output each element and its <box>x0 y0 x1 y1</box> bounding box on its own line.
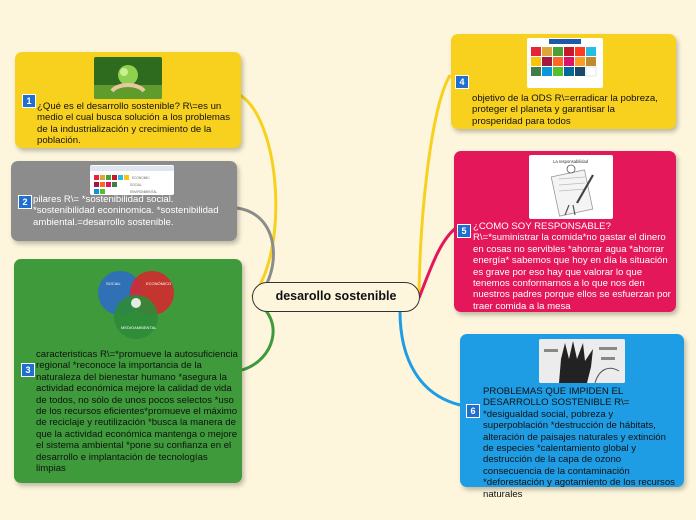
venn-label-social: SOCIAL <box>106 281 121 286</box>
branch-number-6: 6 <box>466 404 480 418</box>
branch-text-5: ¿COMO SOY RESPONSABLE? R\=*suministrar l… <box>473 221 674 312</box>
connector-to-branch-5 <box>417 226 457 299</box>
cartoon-caption: La responsabilidad <box>553 159 589 164</box>
branch-text-2: pilares R\= *sostenibilidad social. *sos… <box>33 194 222 228</box>
branch-node-6[interactable]: 6 PROBLEMAS QUE IMPIDEN EL DESARROLLO SO… <box>460 334 684 500</box>
branch-node-1[interactable]: 1 ¿Qué es el desarrollo sostenible? R\=e… <box>15 52 241 148</box>
sdg-goals-grid-image <box>527 38 603 88</box>
hand-with-words-image <box>539 339 625 383</box>
branch-number-4: 4 <box>455 75 469 89</box>
branch-number-1: 1 <box>22 94 36 108</box>
connector-to-branch-4 <box>417 74 452 295</box>
branch-node-2[interactable]: ECONOMIC SOCIAL ENVIRONMENTAL 2 pilares … <box>11 161 237 241</box>
branch-text-1: ¿Qué es el desarrollo sostenible? R\=es … <box>37 101 233 147</box>
connector-to-branch-6 <box>398 310 461 407</box>
image-label-economic: ECONOMIC <box>132 176 150 180</box>
connector-to-branch-3 <box>241 300 275 372</box>
branch-text-4: objetivo de la ODS R\=erradicar la pobre… <box>472 93 661 127</box>
central-topic[interactable]: desarollo sostenible <box>252 282 420 312</box>
image-label-social: SOCIAL <box>130 183 142 187</box>
branch-text-3: caracteristicas R\=*promueve la autosufi… <box>36 349 241 475</box>
venn-diagram-image: SOCIAL ECONÓMICO MEDIOAMBIENTAL <box>92 265 180 341</box>
venn-label-economic: ECONÓMICO <box>146 281 171 286</box>
venn-label-environmental: MEDIOAMBIENTAL <box>121 325 157 330</box>
branch-number-2: 2 <box>18 195 32 209</box>
branch-text-6: PROBLEMAS QUE IMPIDEN EL DESARROLLO SOST… <box>483 386 678 500</box>
branch-node-5[interactable]: La responsabilidad 5 ¿COMO SOY RESPONSAB… <box>454 151 676 312</box>
branch-number-5: 5 <box>457 224 471 238</box>
connector-to-branch-1 <box>239 93 278 298</box>
branch-number-3: 3 <box>21 363 35 377</box>
responsibility-cartoon-image: La responsabilidad <box>529 155 613 219</box>
earth-in-hands-image <box>94 57 162 99</box>
image-label-environmental: ENVIRONMENTAL <box>130 190 157 194</box>
branch-node-3[interactable]: SOCIAL ECONÓMICO MEDIOAMBIENTAL 3 caract… <box>14 259 242 483</box>
branch-node-4[interactable]: 4 objetivo de la ODS R\=erradicar la pob… <box>451 34 676 129</box>
sdg-pillars-chart-image: ECONOMIC SOCIAL ENVIRONMENTAL <box>90 165 174 195</box>
